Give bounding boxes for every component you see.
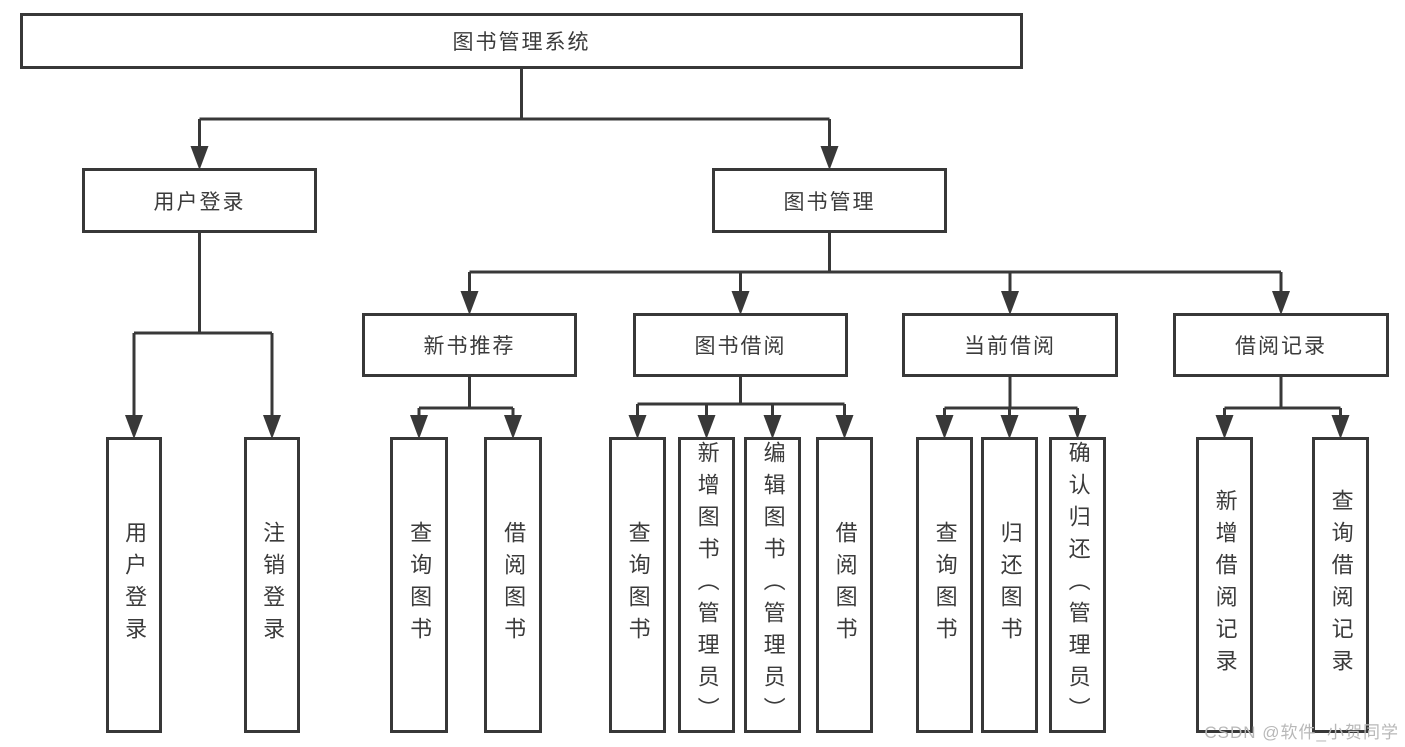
node-label: 新增图书（管理员）	[694, 441, 720, 729]
node-leaf-borrow-book-2: 借阅图书	[816, 437, 873, 733]
node-leaf-confirm-return: 确认归还（管理员）	[1049, 437, 1106, 733]
node-label: 注销登录	[260, 521, 286, 649]
node-user-login: 用户登录	[82, 168, 317, 233]
node-label: 编辑图书（管理员）	[760, 441, 786, 729]
node-label: 图书管理	[783, 190, 876, 214]
node-label: 当前借阅	[964, 335, 1056, 358]
node-leaf-add-book: 新增图书（管理员）	[678, 437, 735, 733]
node-label: 借阅图书	[501, 521, 527, 649]
node-label: 确认归还（管理员）	[1065, 441, 1091, 729]
node-leaf-query-record: 查询借阅记录	[1312, 437, 1369, 733]
node-label: 查询图书	[625, 521, 651, 649]
node-book-borrow: 图书借阅	[633, 313, 848, 377]
node-label: 新书推荐	[423, 335, 516, 358]
node-leaf-query-book-1: 查询图书	[390, 437, 448, 733]
node-label: 新增借阅记录	[1212, 489, 1238, 681]
node-label: 用户登录	[153, 190, 246, 214]
node-leaf-query-book-3: 查询图书	[916, 437, 973, 733]
node-leaf-add-record: 新增借阅记录	[1196, 437, 1253, 733]
node-new-book-recommend: 新书推荐	[362, 313, 577, 377]
node-leaf-return-book: 归还图书	[981, 437, 1038, 733]
node-leaf-edit-book: 编辑图书（管理员）	[744, 437, 801, 733]
node-label: 查询图书	[407, 521, 433, 649]
node-leaf-query-book-2: 查询图书	[609, 437, 666, 733]
node-label: 归还图书	[997, 521, 1023, 649]
node-leaf-user-login: 用户登录	[106, 437, 162, 733]
node-label: 用户登录	[122, 521, 148, 649]
node-label: 借阅记录	[1235, 335, 1327, 358]
watermark-text: CSDN @软件_小贺同学	[1204, 723, 1399, 742]
node-label: 借阅图书	[832, 521, 858, 649]
node-leaf-logout: 注销登录	[244, 437, 300, 733]
node-label: 图书管理系统	[452, 31, 591, 54]
node-book-management: 图书管理	[712, 168, 947, 233]
node-label: 图书借阅	[694, 335, 787, 358]
node-label: 查询借阅记录	[1328, 489, 1354, 681]
node-leaf-borrow-book-1: 借阅图书	[484, 437, 542, 733]
node-borrow-records: 借阅记录	[1173, 313, 1389, 377]
node-root: 图书管理系统	[20, 13, 1023, 69]
node-current-borrow: 当前借阅	[902, 313, 1118, 377]
node-label: 查询图书	[932, 521, 958, 649]
